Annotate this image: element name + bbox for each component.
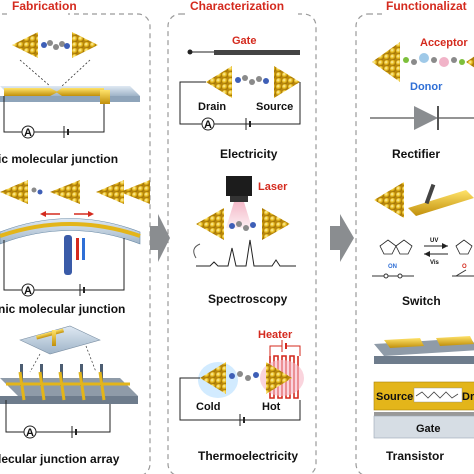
junction-array-illustration bbox=[0, 325, 138, 439]
caption-spectroscopy: Spectroscopy bbox=[208, 292, 288, 306]
source-label: Source bbox=[256, 101, 293, 113]
fab-caption-3: lecular junction array bbox=[0, 452, 120, 466]
electricity-illustration bbox=[179, 49, 301, 131]
flow-arrow-2 bbox=[330, 214, 354, 262]
hot-label: Hot bbox=[262, 401, 281, 413]
stm-bj-illustration bbox=[0, 180, 150, 297]
fab-meter-1-symbol: A bbox=[24, 127, 32, 139]
caption-switch: Switch bbox=[402, 294, 441, 308]
rectifier-illustration bbox=[370, 42, 474, 130]
caption-transistor: Transistor bbox=[386, 449, 444, 463]
functionalization-header: Functionalizat bbox=[386, 0, 467, 13]
fab-meter-3-symbol: A bbox=[26, 427, 34, 439]
fabrication-header: Fabrication bbox=[12, 0, 77, 13]
fab-meter-2-symbol: A bbox=[24, 285, 32, 297]
transistor-illustration bbox=[373, 336, 474, 439]
caption-rectifier: Rectifier bbox=[392, 147, 440, 161]
drain-label: Drain bbox=[198, 101, 226, 113]
flow-arrow-1 bbox=[150, 214, 170, 262]
mcbj-illustration bbox=[0, 32, 140, 139]
transistor-gate-label: Gate bbox=[416, 423, 440, 435]
fabrication-panel bbox=[0, 13, 151, 474]
thermoelectricity-illustration bbox=[179, 340, 304, 426]
fab-caption-2: nic molecular junction bbox=[0, 302, 125, 316]
cold-label: Cold bbox=[196, 401, 220, 413]
char-meter-symbol: A bbox=[204, 119, 212, 131]
spectroscopy-illustration bbox=[193, 176, 296, 267]
donor-label: Donor bbox=[410, 81, 443, 93]
transistor-drain-label: Dr bbox=[462, 391, 474, 403]
caption-thermoelectricity: Thermoelectricity bbox=[198, 449, 298, 463]
fab-caption-1: ic molecular junction bbox=[0, 152, 118, 166]
acceptor-label: Acceptor bbox=[420, 37, 468, 49]
vis-label: Vis bbox=[430, 260, 440, 266]
uv-label: UV bbox=[430, 238, 438, 244]
off-label: O bbox=[462, 264, 467, 270]
laser-label: Laser bbox=[258, 181, 288, 193]
characterization-header: Characterization bbox=[190, 0, 284, 13]
caption-electricity: Electricity bbox=[220, 147, 278, 161]
gate-label: Gate bbox=[232, 35, 256, 47]
characterization-panel bbox=[167, 13, 317, 474]
transistor-source-label: Source bbox=[376, 391, 413, 403]
switch-illustration bbox=[372, 182, 474, 279]
heater-label: Heater bbox=[258, 329, 293, 341]
on-label: ON bbox=[388, 264, 397, 270]
